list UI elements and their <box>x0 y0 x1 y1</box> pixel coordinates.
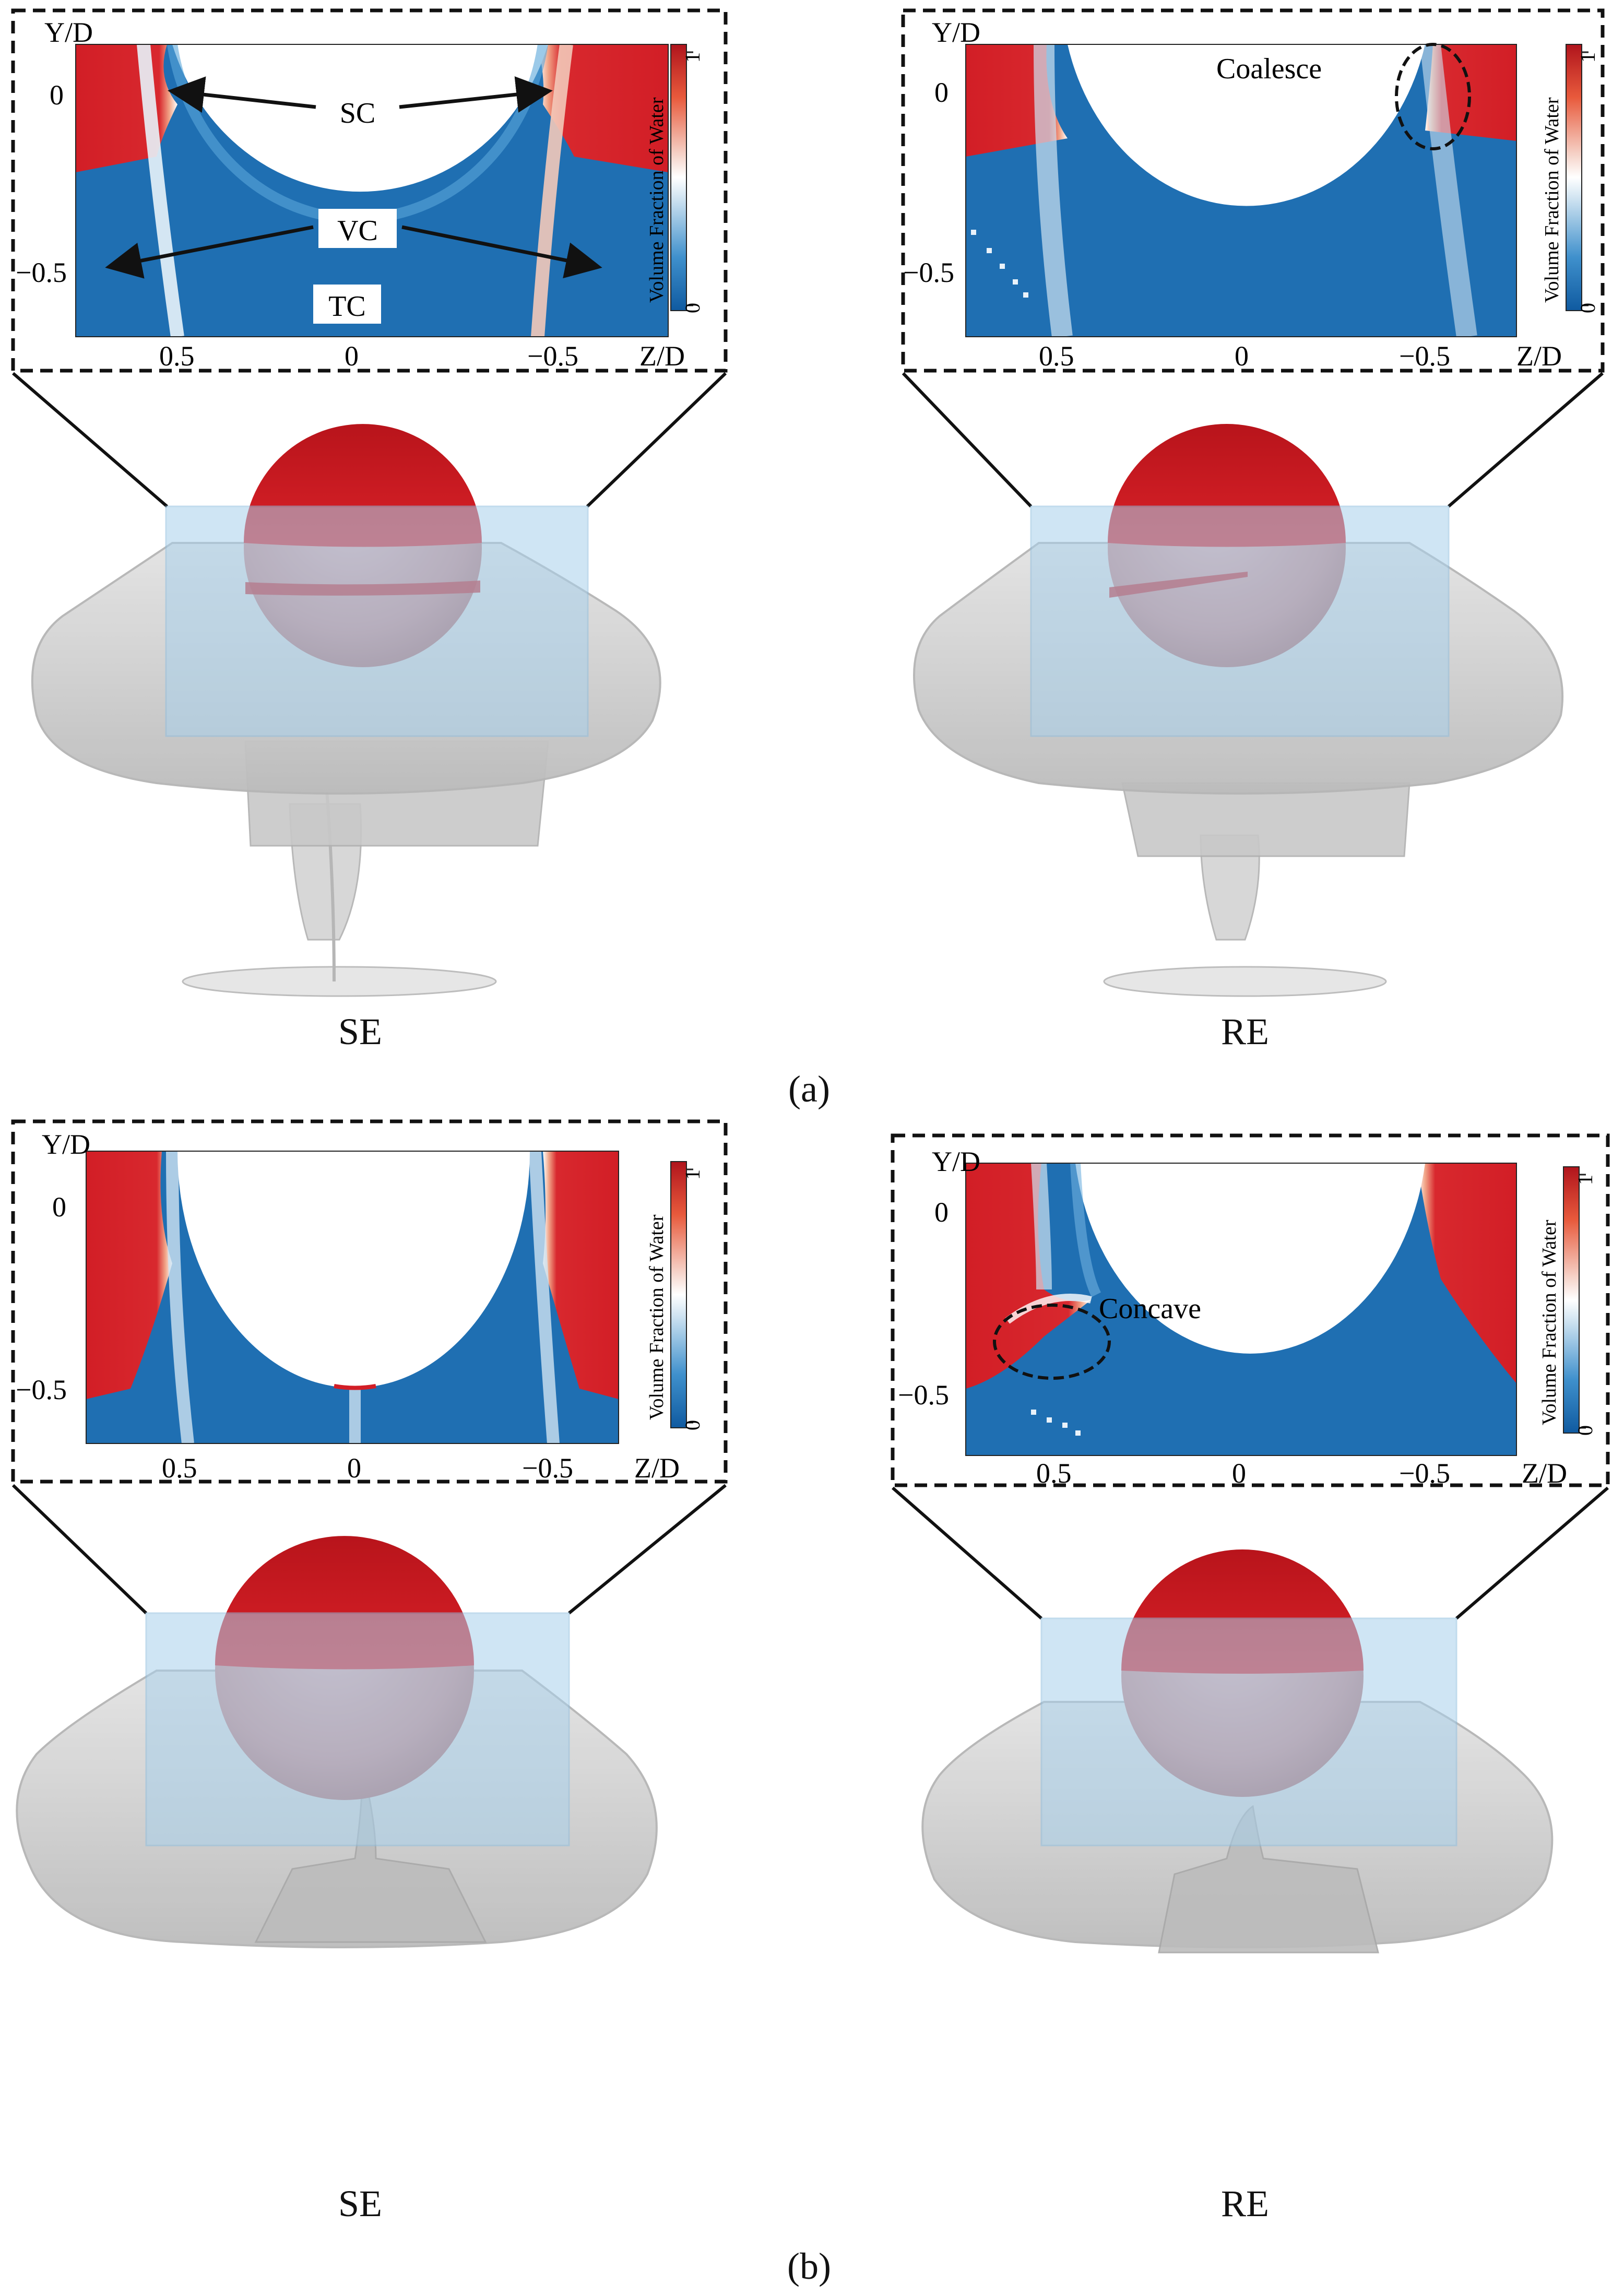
inset-frame <box>11 1119 728 1484</box>
y-tick-0: 0 <box>50 79 64 111</box>
inset-frame <box>901 8 1605 373</box>
panel-b-se <box>11 1119 728 1948</box>
colorbar-b-re: 1 0 Volume Fraction of Water <box>1538 1166 1597 1436</box>
x-axis-label: Z/D <box>1522 1458 1567 1489</box>
concave-label: Concave <box>1099 1293 1201 1325</box>
y-tick-neg-half: −0.5 <box>898 1379 949 1411</box>
colorbar-title: Volume Fraction of Water <box>646 97 668 303</box>
x-tick-half: 0.5 <box>159 340 195 372</box>
cavity-scene-a-re <box>913 424 1563 997</box>
x-tick-neg-half: −0.5 <box>527 340 578 372</box>
x-axis-label: Z/D <box>634 1452 680 1484</box>
panel-a-se <box>11 8 728 997</box>
panel-a-re <box>901 8 1605 997</box>
x-tick-half: 0.5 <box>162 1452 197 1484</box>
colorbar-b-se: 1 0 Volume Fraction of Water <box>646 1161 704 1430</box>
x-tick-neg-half: −0.5 <box>1399 1458 1450 1489</box>
y-tick-0: 0 <box>934 77 949 108</box>
cavity-scene-b-se <box>16 1536 658 1948</box>
y-axis-label: Y/D <box>42 1129 90 1160</box>
zoom-connector-left <box>902 372 1033 508</box>
x-tick-neg-half: −0.5 <box>1399 340 1450 372</box>
colorbar-min-label: 0 <box>681 303 704 313</box>
caption-a-re: RE <box>1220 1011 1269 1052</box>
y-tick-neg-half: −0.5 <box>903 257 954 288</box>
contour-plot-b-re <box>891 1133 1610 1487</box>
y-tick-0: 0 <box>934 1197 949 1228</box>
zoom-window <box>1030 505 1450 737</box>
y-axis-label: Y/D <box>932 17 980 48</box>
cavity-scene-a-se <box>31 424 661 997</box>
colorbar-min-label: 0 <box>681 1420 704 1430</box>
sub-label-a: (a) <box>788 1068 830 1110</box>
annotation-arrows-a-se <box>105 76 602 279</box>
tc-label-bg <box>313 285 381 324</box>
caption-a-se: SE <box>338 1011 383 1052</box>
x-tick-0: 0 <box>1232 1458 1246 1489</box>
y-tick-neg-half: −0.5 <box>16 257 67 288</box>
zoom-window <box>145 1612 570 1847</box>
zoom-connector-right <box>586 372 727 508</box>
x-tick-half: 0.5 <box>1039 340 1074 372</box>
zoom-window <box>165 505 589 737</box>
zoom-connector-left <box>11 1484 148 1615</box>
x-tick-half: 0.5 <box>1036 1458 1072 1489</box>
x-axis-label: Z/D <box>639 340 685 372</box>
vc-label: VC <box>337 215 378 247</box>
x-tick-neg-half: −0.5 <box>522 1452 573 1484</box>
colorbar-min-label: 0 <box>1576 303 1599 313</box>
concave-highlight <box>993 1304 1111 1380</box>
colorbar-a-re: 1 0 Volume Fraction of Water <box>1541 44 1599 313</box>
x-tick-0: 0 <box>1235 340 1249 372</box>
colorbar-min-label: 0 <box>1573 1425 1597 1436</box>
coalesce-highlight <box>1395 43 1471 150</box>
colorbar-title: Volume Fraction of Water <box>1538 1220 1560 1425</box>
zoom-connector-right <box>1455 1486 1609 1620</box>
x-axis-label: Z/D <box>1516 340 1562 372</box>
x-tick-0: 0 <box>347 1452 361 1484</box>
y-axis-label: Y/D <box>44 17 93 48</box>
panel-b-re <box>891 1133 1610 1954</box>
colorbar-title: Volume Fraction of Water <box>1541 97 1563 303</box>
inset-frame <box>891 1133 1610 1487</box>
contour-plot-a-re <box>901 8 1605 373</box>
colorbar-a-se: 1 0 Volume Fraction of Water <box>646 44 704 313</box>
y-tick-neg-half: −0.5 <box>16 1374 67 1405</box>
colorbar-max-label: 1 <box>681 1169 704 1180</box>
y-axis-label: Y/D <box>932 1146 980 1177</box>
zoom-connector-right <box>568 1484 727 1615</box>
y-tick-0: 0 <box>52 1191 66 1223</box>
sc-label: SC <box>340 97 376 129</box>
colorbar-max-label: 1 <box>1576 52 1599 63</box>
zoom-connector-left <box>12 372 168 508</box>
zoom-connector-right <box>1448 372 1604 508</box>
zoom-window <box>1040 1617 1457 1847</box>
sc-label-bg <box>321 91 394 131</box>
colorbar-max-label: 1 <box>681 52 704 63</box>
cavity-scene-b-re <box>921 1549 1554 1954</box>
caption-b-se: SE <box>338 2183 383 2224</box>
caption-b-re: RE <box>1220 2183 1269 2224</box>
tc-label: TC <box>328 290 366 323</box>
coalesce-label: Coalesce <box>1216 53 1322 85</box>
vc-label-bg <box>318 209 397 248</box>
x-tick-0: 0 <box>345 340 359 372</box>
inset-frame <box>11 8 728 373</box>
colorbar-title: Volume Fraction of Water <box>646 1214 668 1420</box>
contour-plot-b-se <box>11 1119 728 1484</box>
sub-label-b: (b) <box>787 2245 831 2287</box>
colorbar-max-label: 1 <box>1573 1175 1597 1185</box>
zoom-connector-left <box>892 1486 1042 1620</box>
